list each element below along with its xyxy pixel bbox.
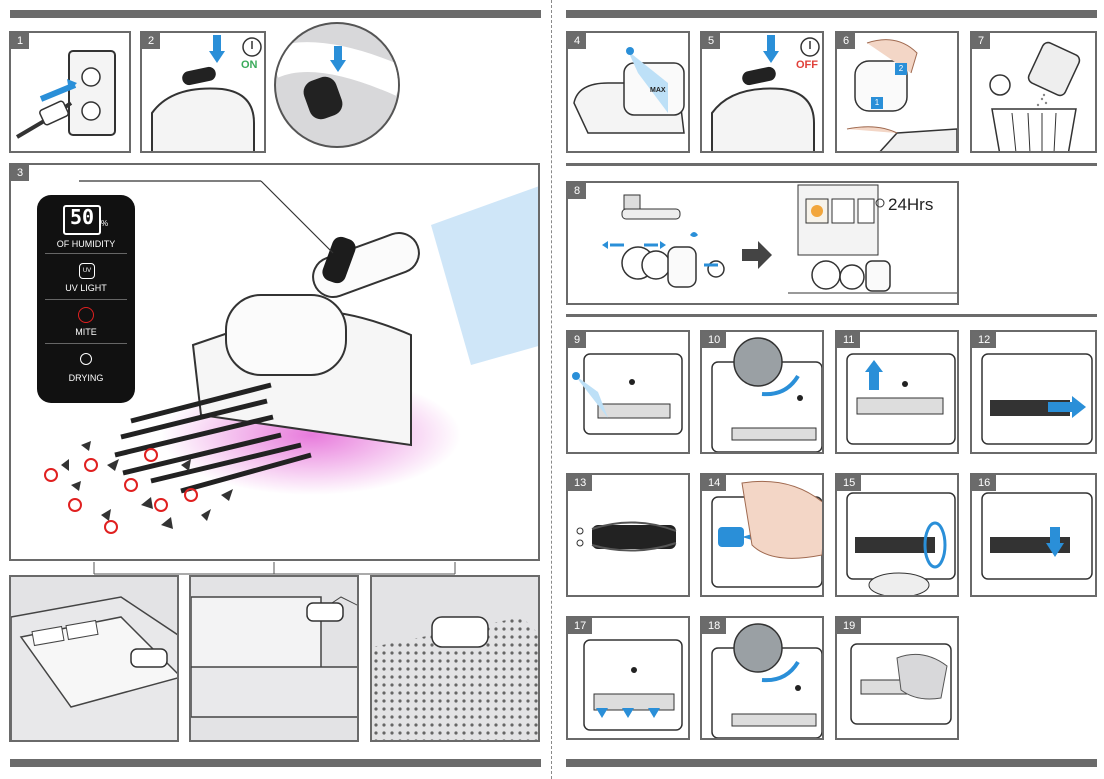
step-2-panel: 2 ON (140, 31, 266, 153)
step-14-panel: 14 (700, 473, 824, 597)
step-number: 15 (837, 475, 862, 491)
step-17-panel: 17 (566, 616, 690, 740)
step-number: 1 (11, 33, 30, 49)
humidity-label: OF HUMIDITY (56, 239, 116, 249)
arrow-icon (763, 51, 779, 63)
scissors-icon (576, 527, 584, 535)
step-number: 4 (568, 33, 587, 49)
plug-illustration (15, 50, 116, 139)
arrow-icon (742, 241, 772, 269)
eye-icon (626, 47, 634, 55)
mite-icon (78, 307, 94, 323)
section-separator (566, 163, 1097, 166)
step-15-panel: 15 (835, 473, 959, 597)
arrow-icon (865, 360, 883, 372)
callout-2: 2 (895, 63, 907, 75)
control-display: 50 % OF HUMIDITY UV UV LIGHT MITE DRYING (37, 195, 135, 403)
step-13-panel: 13 (566, 473, 690, 597)
power-button-zoom (274, 22, 400, 148)
sun-icon (80, 353, 92, 365)
step-6-panel: 6 1 2 (835, 31, 959, 153)
top-bar-right (566, 10, 1097, 18)
arrow-icon (67, 79, 77, 91)
arrow-icon (330, 60, 346, 72)
step-number: 9 (568, 332, 587, 348)
drying-time: 24Hrs (888, 195, 934, 214)
power-on-label: ON (241, 59, 258, 71)
scene-bed (9, 575, 179, 742)
step-number: 10 (702, 332, 727, 348)
mite-label: MITE (75, 327, 97, 337)
step-8-panel: 8 24Hrs (566, 181, 959, 305)
arrow-icon (1072, 396, 1086, 418)
uv-icon: UV (79, 263, 95, 279)
step-9-panel: 9 (566, 330, 690, 454)
bottom-bar-left (10, 759, 541, 767)
step-number: 12 (972, 332, 997, 348)
step-number: 6 (837, 33, 856, 49)
arrow-icon (209, 51, 225, 63)
step-number: 19 (837, 618, 862, 634)
humidity-value: 50 (69, 205, 95, 229)
rinse-and-dry-illustration (602, 184, 957, 294)
step-number: 11 (837, 332, 861, 348)
step-11-panel: 11 (835, 330, 959, 454)
step-19-panel: 19 (835, 616, 959, 740)
vacuum-in-use-illustration (44, 180, 538, 534)
humidity-unit: % (101, 219, 109, 228)
power-off-label: OFF (796, 59, 818, 71)
section-separator (566, 314, 1097, 317)
bottom-bar-right (566, 759, 1097, 767)
sun-icon (875, 198, 885, 208)
step-number: 7 (972, 33, 991, 49)
step-number: 18 (702, 618, 727, 634)
step-number: 3 (11, 165, 30, 181)
step-number: 2 (142, 33, 161, 49)
step-3-panel: 3 50 % OF HUMID (9, 163, 540, 561)
step-number: 5 (702, 33, 721, 49)
step-18-panel: 18 (700, 616, 824, 740)
arrow-icon (596, 708, 660, 718)
scene-carpet (370, 575, 540, 742)
step-number: 17 (568, 618, 593, 634)
top-bar-left (10, 10, 541, 18)
page-divider (551, 0, 552, 779)
step-number: 14 (702, 475, 727, 491)
callout-1: 1 (871, 97, 883, 109)
step-12-panel: 12 (970, 330, 1097, 454)
sun-icon (811, 205, 823, 217)
step-10-panel: 10 (700, 330, 824, 454)
step-7-panel: 7 (970, 31, 1097, 153)
step-16-panel: 16 (970, 473, 1097, 597)
step-number: 13 (568, 475, 593, 491)
step-5-panel: 5 OFF (700, 31, 824, 153)
scene-connector (93, 562, 456, 575)
scene-sofa (189, 575, 359, 742)
step-4-panel: 4 MAX (566, 31, 690, 153)
arrow-icon (1046, 543, 1064, 557)
step-1-panel: 1 (9, 31, 131, 153)
max-label: MAX (650, 87, 666, 94)
eye-icon (572, 372, 580, 380)
power-on-illustration (151, 35, 262, 151)
uv-light-label: UV LIGHT (65, 283, 107, 293)
drying-label: DRYING (68, 373, 104, 383)
step-number: 16 (972, 475, 997, 491)
step-number: 8 (568, 183, 587, 199)
